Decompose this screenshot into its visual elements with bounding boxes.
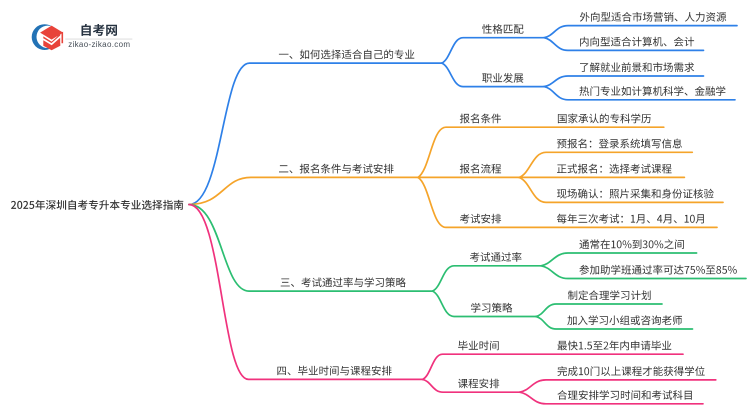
svg-text:zikao-zikao.com: zikao-zikao.com [68, 40, 130, 49]
